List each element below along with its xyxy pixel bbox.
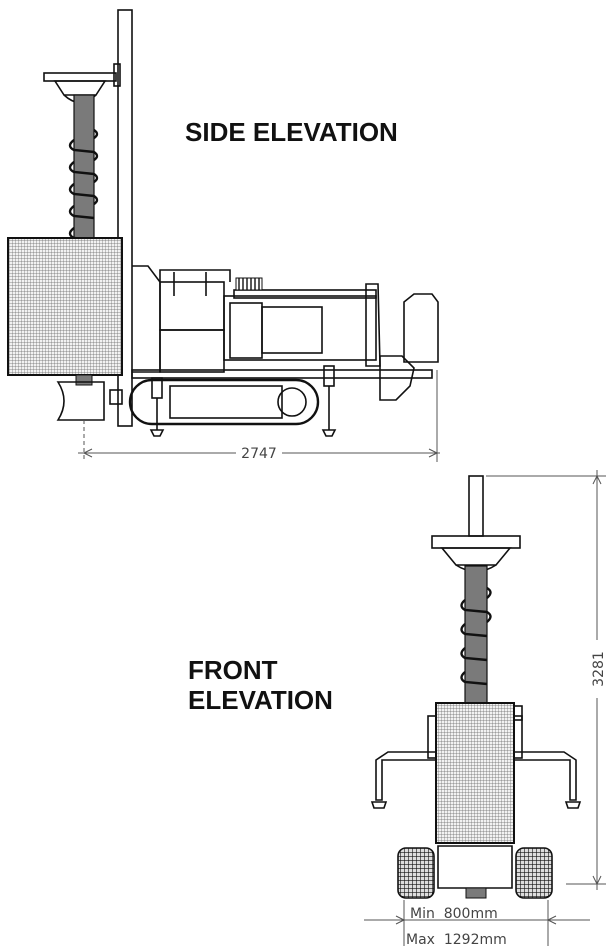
front-elevation-title-line1: FRONT bbox=[188, 655, 278, 685]
height-dimension-label: 3281 bbox=[591, 651, 607, 687]
crawler-track bbox=[128, 378, 320, 426]
front-elevation-title: FRONT ELEVATION bbox=[188, 655, 333, 715]
width-dimension: Min 800mm Max 1292mm bbox=[364, 900, 590, 948]
front-auger-bucket bbox=[437, 845, 513, 889]
auger-flight bbox=[68, 94, 99, 244]
length-dimension-label: 2747 bbox=[241, 446, 277, 462]
engine-vents bbox=[235, 277, 263, 291]
front-elevation-title-line2: ELEVATION bbox=[188, 685, 333, 715]
width-min-label: Min 800mm bbox=[410, 906, 498, 922]
machine-body bbox=[132, 265, 381, 373]
height-dimension: 3281 bbox=[486, 470, 607, 890]
auger-bucket bbox=[56, 381, 105, 421]
side-elevation-title: SIDE ELEVATION bbox=[185, 117, 398, 147]
front-auger-flight bbox=[460, 565, 492, 707]
width-max-label: Max 1292mm bbox=[406, 932, 507, 948]
right-track bbox=[515, 847, 553, 899]
mast bbox=[117, 9, 133, 427]
left-track bbox=[397, 847, 435, 899]
front-mesh-guard bbox=[435, 702, 515, 844]
side-elevation-view: 2747 bbox=[7, 9, 440, 462]
control-console bbox=[403, 293, 439, 363]
length-dimension: 2747 bbox=[78, 370, 440, 462]
stabiliser-jacks bbox=[149, 365, 337, 437]
front-elevation-view: 3281 Min 800mm Max 1292mm bbox=[364, 470, 607, 948]
front-outrigger-legs bbox=[370, 751, 582, 809]
mesh-guard bbox=[7, 237, 123, 376]
front-mast bbox=[468, 475, 484, 537]
